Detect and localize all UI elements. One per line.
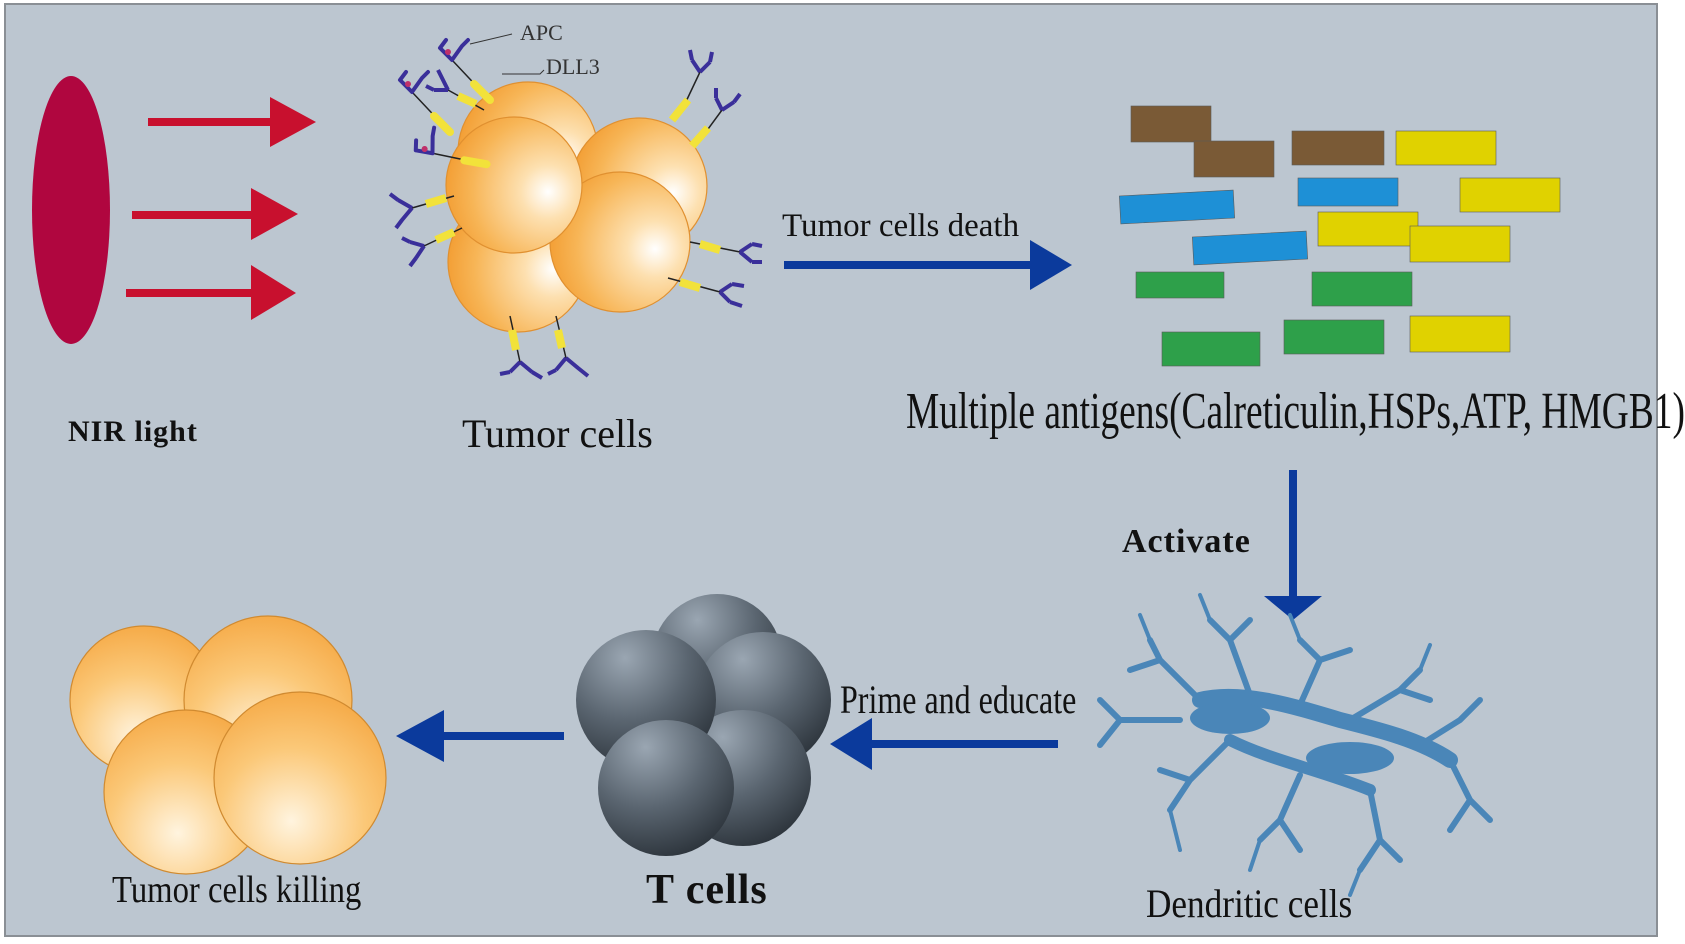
nir-light-arrows <box>126 97 316 320</box>
prime-and-educate-label: Prime and educate <box>840 677 1077 722</box>
antigen-fragments <box>1119 105 1561 367</box>
tumor-cells-death-label: Tumor cells death <box>782 208 1020 244</box>
t-cell-cluster <box>576 594 831 856</box>
arrow-dendritic-to-tcells <box>830 718 1058 770</box>
dendritic-cells-label: Dendritic cells <box>1146 881 1353 926</box>
killed-tumor-cell-cluster <box>69 615 387 875</box>
tumor-cells-label: Tumor cells <box>462 411 653 456</box>
annotation-pointers <box>469 33 545 75</box>
arrow-antigens-to-dendritic <box>1264 470 1322 620</box>
dll3-label: DLL3 <box>546 54 600 79</box>
dendritic-cells <box>1097 593 1493 897</box>
antibody-conjugates <box>388 38 763 380</box>
arrow-tcells-to-killing <box>396 710 564 762</box>
multiple-antigens-label: Multiple antigens(Calreticulin,HSPs,ATP,… <box>906 383 1685 440</box>
apc-label: APC <box>520 20 563 45</box>
nir-light-label: NIR light <box>68 415 198 448</box>
tumor-cell-cluster <box>445 81 708 333</box>
tumor-cells-killing-label: Tumor cells killing <box>112 869 362 911</box>
activate-label: Activate <box>1122 523 1251 560</box>
arrow-tumor-to-antigens <box>784 240 1072 290</box>
t-cells-label: T cells <box>646 867 768 913</box>
nir-light-source <box>32 76 110 344</box>
